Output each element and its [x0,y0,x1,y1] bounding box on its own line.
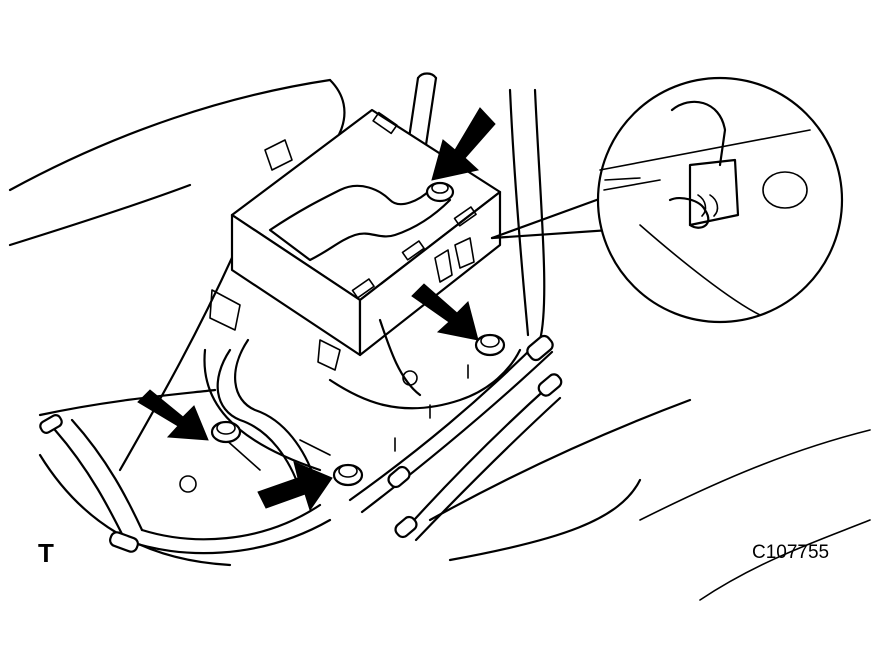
arrow-pointer-icon-right [411,283,479,341]
arrow-pointer-icon-top [431,107,496,181]
arrow-pointer-icon-left [137,389,209,441]
control-cables [39,88,563,555]
clip-detail-callout [490,76,844,324]
bolt-bottom [332,463,364,487]
shift-lever-housing [209,108,502,371]
bracket-studs [179,364,469,493]
bolt-left [210,420,242,444]
lower-bracket [203,318,522,472]
view-marker-label: T [38,538,54,568]
arrow-pointer-icon-bottom [257,461,333,512]
bolt-top [425,181,455,203]
bolt-right [474,333,506,357]
figure-code-label: C107755 [752,542,830,563]
